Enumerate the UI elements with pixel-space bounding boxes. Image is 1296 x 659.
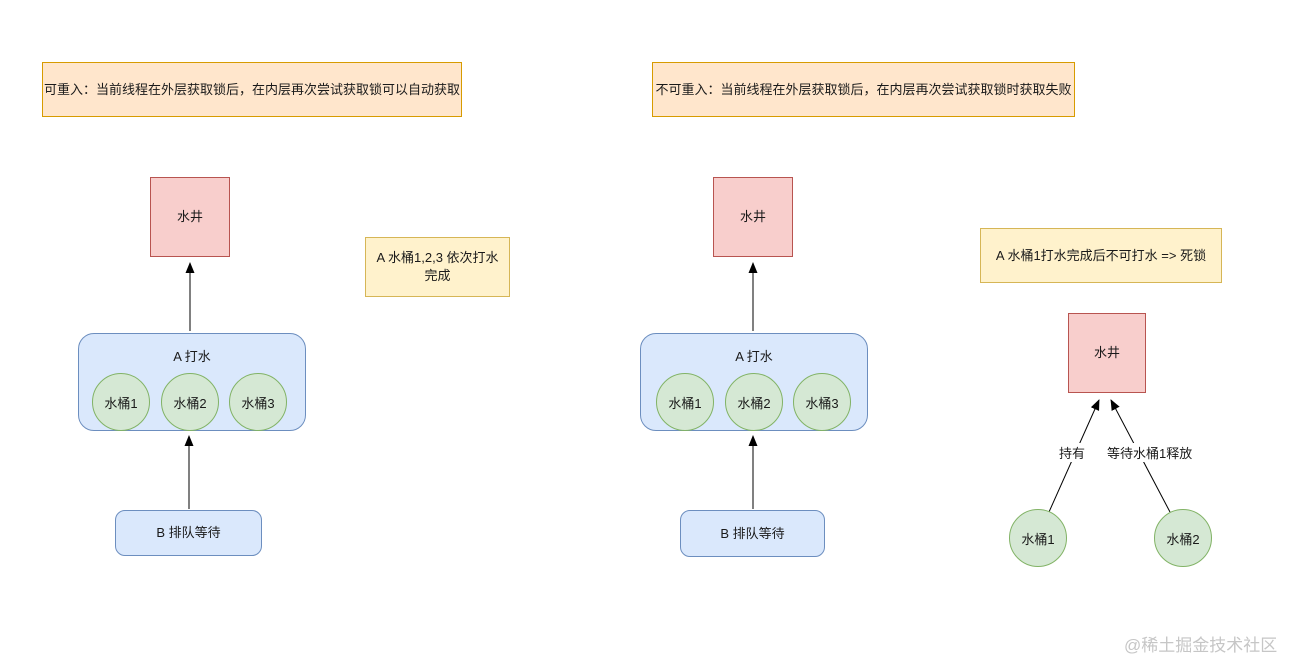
deadlock-bucket-1: 水桶1	[1009, 509, 1067, 567]
bucket-3: 水桶3	[793, 373, 851, 431]
note-reentrant: 可重入：当前线程在外层获取锁后，在内层再次尝试获取锁可以自动获取	[42, 62, 462, 117]
bucket-1-label: 水桶1	[104, 395, 138, 411]
bucket-1: 水桶1	[656, 373, 714, 431]
bucket-3-label: 水桶3	[241, 395, 275, 411]
well-label: 水井	[176, 209, 203, 225]
edge-label-waiting-text: 等待水桶1释放	[1107, 446, 1193, 461]
thread-b-box-reentrant: B 排队等待	[115, 510, 262, 556]
deadlock-bucket-2: 水桶2	[1154, 509, 1212, 567]
note-sequence-text: A 水桶1,2,3 依次打水完成	[376, 250, 499, 283]
thread-b-box-non-reentrant: B 排队等待	[680, 510, 825, 557]
well-label: 水井	[739, 209, 766, 225]
edge-label-holds-text: 持有	[1059, 446, 1086, 461]
thread-a-container-non-reentrant: A 打水 水桶1 水桶2 水桶3	[640, 333, 868, 431]
note-reentrant-text: 可重入：当前线程在外层获取锁后，在内层再次尝试获取锁可以自动获取	[43, 81, 460, 97]
bucket-1: 水桶1	[92, 373, 150, 431]
thread-b-label: B 排队等待	[156, 525, 221, 541]
bucket-2-label: 水桶2	[737, 395, 771, 411]
note-deadlock-text: A 水桶1打水完成后不可打水 => 死锁	[995, 247, 1207, 263]
edge-label-waiting: 等待水桶1释放	[1105, 443, 1195, 462]
thread-a-label: A 打水	[735, 349, 773, 364]
well-box-reentrant: 水井	[150, 177, 230, 257]
bucket-3-label: 水桶3	[805, 395, 839, 411]
thread-a-container-reentrant: A 打水 水桶1 水桶2 水桶3	[78, 333, 306, 431]
watermark: @稀土掘金技术社区	[1124, 636, 1278, 655]
well-box-non-reentrant: 水井	[713, 177, 793, 257]
deadlock-bucket-1-label: 水桶1	[1021, 531, 1055, 547]
note-non-reentrant: 不可重入：当前线程在外层获取锁后，在内层再次尝试获取锁时获取失败	[652, 62, 1075, 117]
bucket-3: 水桶3	[229, 373, 287, 431]
thread-a-label: A 打水	[173, 349, 211, 364]
note-deadlock: A 水桶1打水完成后不可打水 => 死锁	[980, 228, 1222, 283]
well-box-deadlock: 水井	[1068, 313, 1146, 393]
bucket-2-label: 水桶2	[173, 395, 207, 411]
bucket-2: 水桶2	[725, 373, 783, 431]
well-label: 水井	[1093, 345, 1120, 361]
edge-label-holds: 持有	[1057, 443, 1088, 462]
deadlock-bucket-2-label: 水桶2	[1166, 531, 1200, 547]
note-non-reentrant-text: 不可重入：当前线程在外层获取锁后，在内层再次尝试获取锁时获取失败	[655, 81, 1072, 97]
thread-b-label: B 排队等待	[720, 525, 785, 541]
bucket-1-label: 水桶1	[668, 395, 702, 411]
note-sequence: A 水桶1,2,3 依次打水完成	[365, 237, 510, 297]
bucket-2: 水桶2	[161, 373, 219, 431]
